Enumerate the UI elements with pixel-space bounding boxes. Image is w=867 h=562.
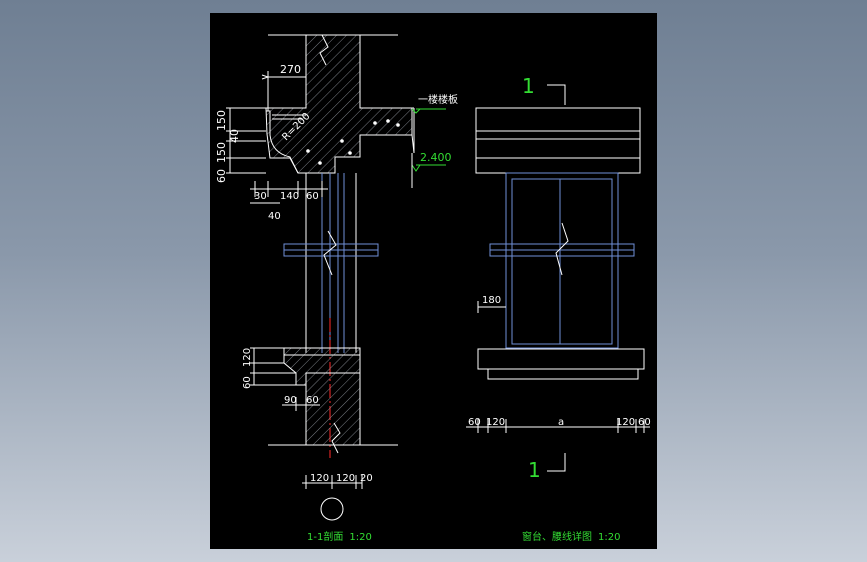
cut-label-bottom: 1 bbox=[528, 458, 541, 482]
dim-sill-60: 60 bbox=[242, 376, 253, 389]
cornice-band bbox=[475, 107, 641, 174]
cornice-moulding bbox=[266, 110, 299, 174]
elevation-view bbox=[466, 84, 650, 472]
dim-sill-60b: 60 bbox=[306, 395, 319, 406]
cut-mark-top bbox=[547, 84, 566, 105]
index-circle bbox=[320, 497, 344, 521]
dim-mid-140: 140 bbox=[280, 191, 299, 202]
cad-drawing: 270 150 40 150 60 R=200 30 140 60 40 120… bbox=[215, 34, 651, 543]
dim-left-150-upper: 150 bbox=[215, 110, 228, 131]
drawing-sheet[interactable]: 270 150 40 150 60 R=200 30 140 60 40 120… bbox=[210, 13, 657, 549]
break-line-bottom bbox=[331, 422, 341, 454]
dim-sill-90: 90 bbox=[284, 395, 297, 406]
dim-bottom-60-left: 60 bbox=[468, 417, 481, 428]
window-frame bbox=[505, 172, 619, 349]
break-line-mid bbox=[323, 230, 337, 276]
elevation-sill-base bbox=[487, 368, 639, 380]
dim-bottom-120b: 120 bbox=[336, 473, 355, 484]
upper-wall bbox=[265, 34, 413, 174]
dim-bottom-20: 20 bbox=[360, 473, 373, 484]
dim-left-150-lower: 150 bbox=[215, 142, 228, 163]
dim-180: 180 bbox=[482, 295, 501, 306]
level-floor-label: 一楼楼板 bbox=[418, 93, 458, 106]
dim-left-60: 60 bbox=[215, 169, 228, 183]
dim-mid-60: 60 bbox=[306, 191, 319, 202]
dim-mid-40: 40 bbox=[268, 211, 281, 222]
section-view bbox=[226, 34, 446, 521]
dim-mid-30: 30 bbox=[254, 191, 267, 202]
dim-bottom-60-right: 60 bbox=[638, 417, 651, 428]
level-elevation-label: 2.400 bbox=[420, 151, 452, 164]
dim-sill-120: 120 bbox=[242, 348, 253, 367]
dim-bottom-120a: 120 bbox=[310, 473, 329, 484]
elevation-sill bbox=[477, 348, 645, 370]
lower-wall bbox=[305, 372, 361, 446]
cut-mark-bottom bbox=[547, 453, 566, 472]
dim-left-40: 40 bbox=[228, 129, 241, 143]
cut-label-top: 1 bbox=[522, 74, 535, 98]
dim-bottom-120-right: 120 bbox=[616, 417, 635, 428]
dim-top-width: 270 bbox=[280, 63, 301, 76]
dim-bottom-a: a bbox=[558, 417, 564, 428]
dim-bottom-120-left: 120 bbox=[486, 417, 505, 428]
window-inner bbox=[511, 178, 613, 345]
break-line-top bbox=[319, 34, 329, 66]
